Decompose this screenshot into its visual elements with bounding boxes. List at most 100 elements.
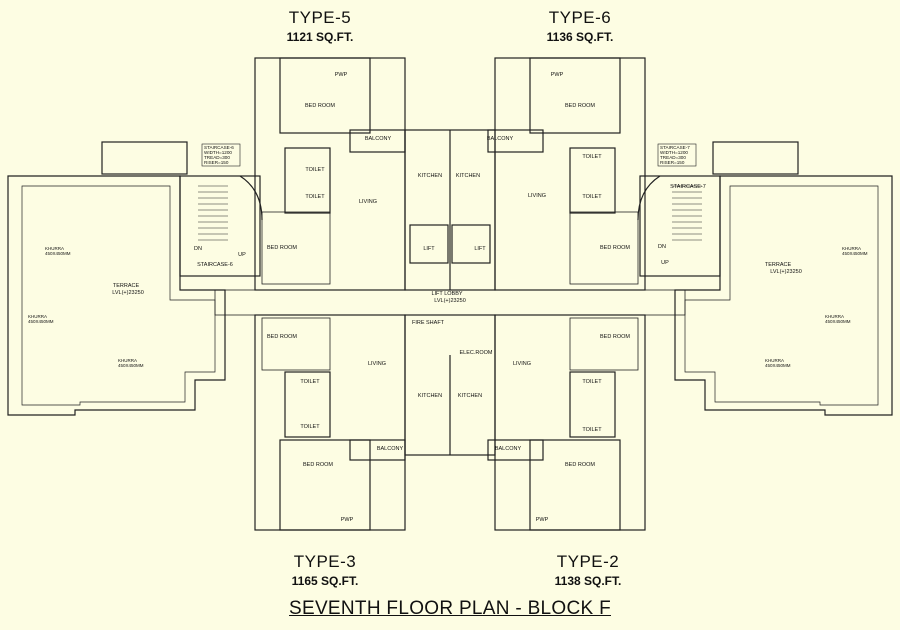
khurra-size: 450X450MM — [842, 251, 868, 256]
plan-title: SEVENTH FLOOR PLAN - BLOCK F — [289, 598, 611, 619]
khurra-label: KHURRA — [825, 314, 844, 319]
bedroom-block — [279, 439, 371, 531]
stair-mark: DN — [658, 244, 666, 250]
room-label: TERRACE — [765, 262, 792, 268]
toilet-block — [284, 147, 331, 214]
stair-curve-right — [637, 175, 661, 221]
room-label: PWP — [536, 517, 549, 523]
room-label: BED ROOM — [267, 334, 297, 340]
left-wing-inner — [21, 185, 216, 406]
level-label: LVL(+)23250 — [770, 269, 802, 275]
room-label: TERRACE — [113, 283, 140, 289]
khurra-label: KHURRA — [765, 358, 784, 363]
room-label: TOILET — [300, 424, 320, 430]
room-label: FIRE SHAFT — [412, 320, 445, 326]
staircase-note: STAIRCASE-6 — [204, 145, 234, 150]
toilet-block — [569, 147, 616, 214]
room-label: LIVING — [528, 193, 546, 199]
room-label: BED ROOM — [267, 245, 297, 251]
room-label: BED ROOM — [600, 334, 630, 340]
staircase-note: TREAD=300 — [660, 155, 686, 160]
lift — [451, 224, 491, 264]
balcony — [487, 129, 544, 153]
khurra-label: KHURRA — [45, 246, 64, 251]
khurra-size: 450X450MM — [28, 319, 54, 324]
staircase-note: TREAD=300 — [204, 155, 230, 160]
room-label: BED ROOM — [303, 462, 333, 468]
unit-type: TYPE-6 — [548, 8, 612, 27]
unit-heading-type5: TYPE-5 1121 SQ.FT. — [220, 8, 420, 44]
unit-area: 1121 SQ.FT. — [286, 30, 354, 44]
unit-type: TYPE-3 — [293, 552, 357, 571]
stair-mark: UP — [238, 252, 246, 258]
toilet-block — [284, 371, 331, 438]
unit-area: 1138 SQ.FT. — [554, 574, 622, 588]
planter — [712, 141, 799, 175]
room-label: TOILET — [582, 427, 602, 433]
unit-area: 1136 SQ.FT. — [546, 30, 614, 44]
room-label: TOILET — [300, 379, 320, 385]
room-label: TOILET — [305, 167, 325, 173]
staircase-note: WIDTH=1200 — [660, 150, 688, 155]
unit-heading-type3: TYPE-3 1165 SQ.FT. — [225, 552, 425, 588]
room-label: BALCONY — [487, 136, 514, 142]
room-label: LIVING — [513, 361, 531, 367]
room-label: PWP — [551, 72, 564, 78]
room-label: PWP — [341, 517, 354, 523]
staircase-note: RISER=150 — [660, 160, 685, 165]
staircase-left — [179, 175, 261, 277]
room-label: LIVING — [368, 361, 386, 367]
room-label: LIFT — [423, 246, 435, 252]
stair-mark: DN — [194, 246, 202, 252]
level-label: LVL(+)23250 — [112, 290, 144, 296]
lift — [409, 224, 449, 264]
unit-type: TYPE-2 — [556, 552, 620, 571]
khurra-size: 450X450MM — [825, 319, 851, 324]
staircase-note: WIDTH=1200 — [204, 150, 232, 155]
staircase-label: STAIRCASE-6 — [197, 262, 233, 268]
room-label: BED ROOM — [565, 462, 595, 468]
toilet-block — [569, 371, 616, 438]
khurra-size: 450X450MM — [45, 251, 71, 256]
level-label: LVL(+)23250 — [434, 298, 466, 304]
khurra-size: 450X450MM — [118, 363, 144, 368]
unit-area: 1165 SQ.FT. — [291, 574, 359, 588]
bedroom-block — [529, 439, 621, 531]
right-wing-inner — [684, 185, 879, 406]
balcony — [487, 439, 544, 461]
right-wing-outline — [674, 175, 893, 416]
room-label: KITCHEN — [456, 173, 480, 179]
staircase-note: RISER=150 — [204, 160, 229, 165]
khurra-label: KHURRA — [842, 246, 861, 251]
room-label: BED ROOM — [565, 103, 595, 109]
staircase-note: STAIRCASE-7 — [660, 145, 690, 150]
staircase-right — [639, 175, 721, 277]
room-label: LIFT LOBBY — [431, 291, 462, 297]
planter — [101, 141, 188, 175]
room-label: BED ROOM — [305, 103, 335, 109]
khurra-size: 450X450MM — [765, 363, 791, 368]
room-label: BALCONY — [377, 446, 404, 452]
khurra-label: KHURRA — [28, 314, 47, 319]
unit-heading-type2: TYPE-2 1138 SQ.FT. — [488, 552, 688, 588]
room-label: KITCHEN — [418, 393, 442, 399]
floor-plan-drawing: BED ROOM BED ROOM BED ROOM BED ROOM BED … — [7, 57, 893, 531]
stair-curve-left — [239, 175, 263, 221]
room-label: TOILET — [305, 194, 325, 200]
room-label: LIVING — [359, 199, 377, 205]
khurra-label: KHURRA — [118, 358, 137, 363]
room-label: BALCONY — [495, 446, 522, 452]
room-label: TOILET — [582, 154, 602, 160]
bedroom-block — [529, 57, 621, 134]
room-label: LIFT — [474, 246, 486, 252]
room-label: TOILET — [582, 194, 602, 200]
unit-heading-type6: TYPE-6 1136 SQ.FT. — [480, 8, 680, 44]
room-label: BALCONY — [365, 136, 392, 142]
room-label: KITCHEN — [418, 173, 442, 179]
stair-mark: UP — [661, 260, 669, 266]
room-label: KITCHEN — [458, 393, 482, 399]
room-label: BED ROOM — [600, 245, 630, 251]
room-label: TOILET — [582, 379, 602, 385]
staircase-label: STAIRCASE-7 — [670, 184, 706, 190]
unit-type: TYPE-5 — [288, 8, 352, 27]
